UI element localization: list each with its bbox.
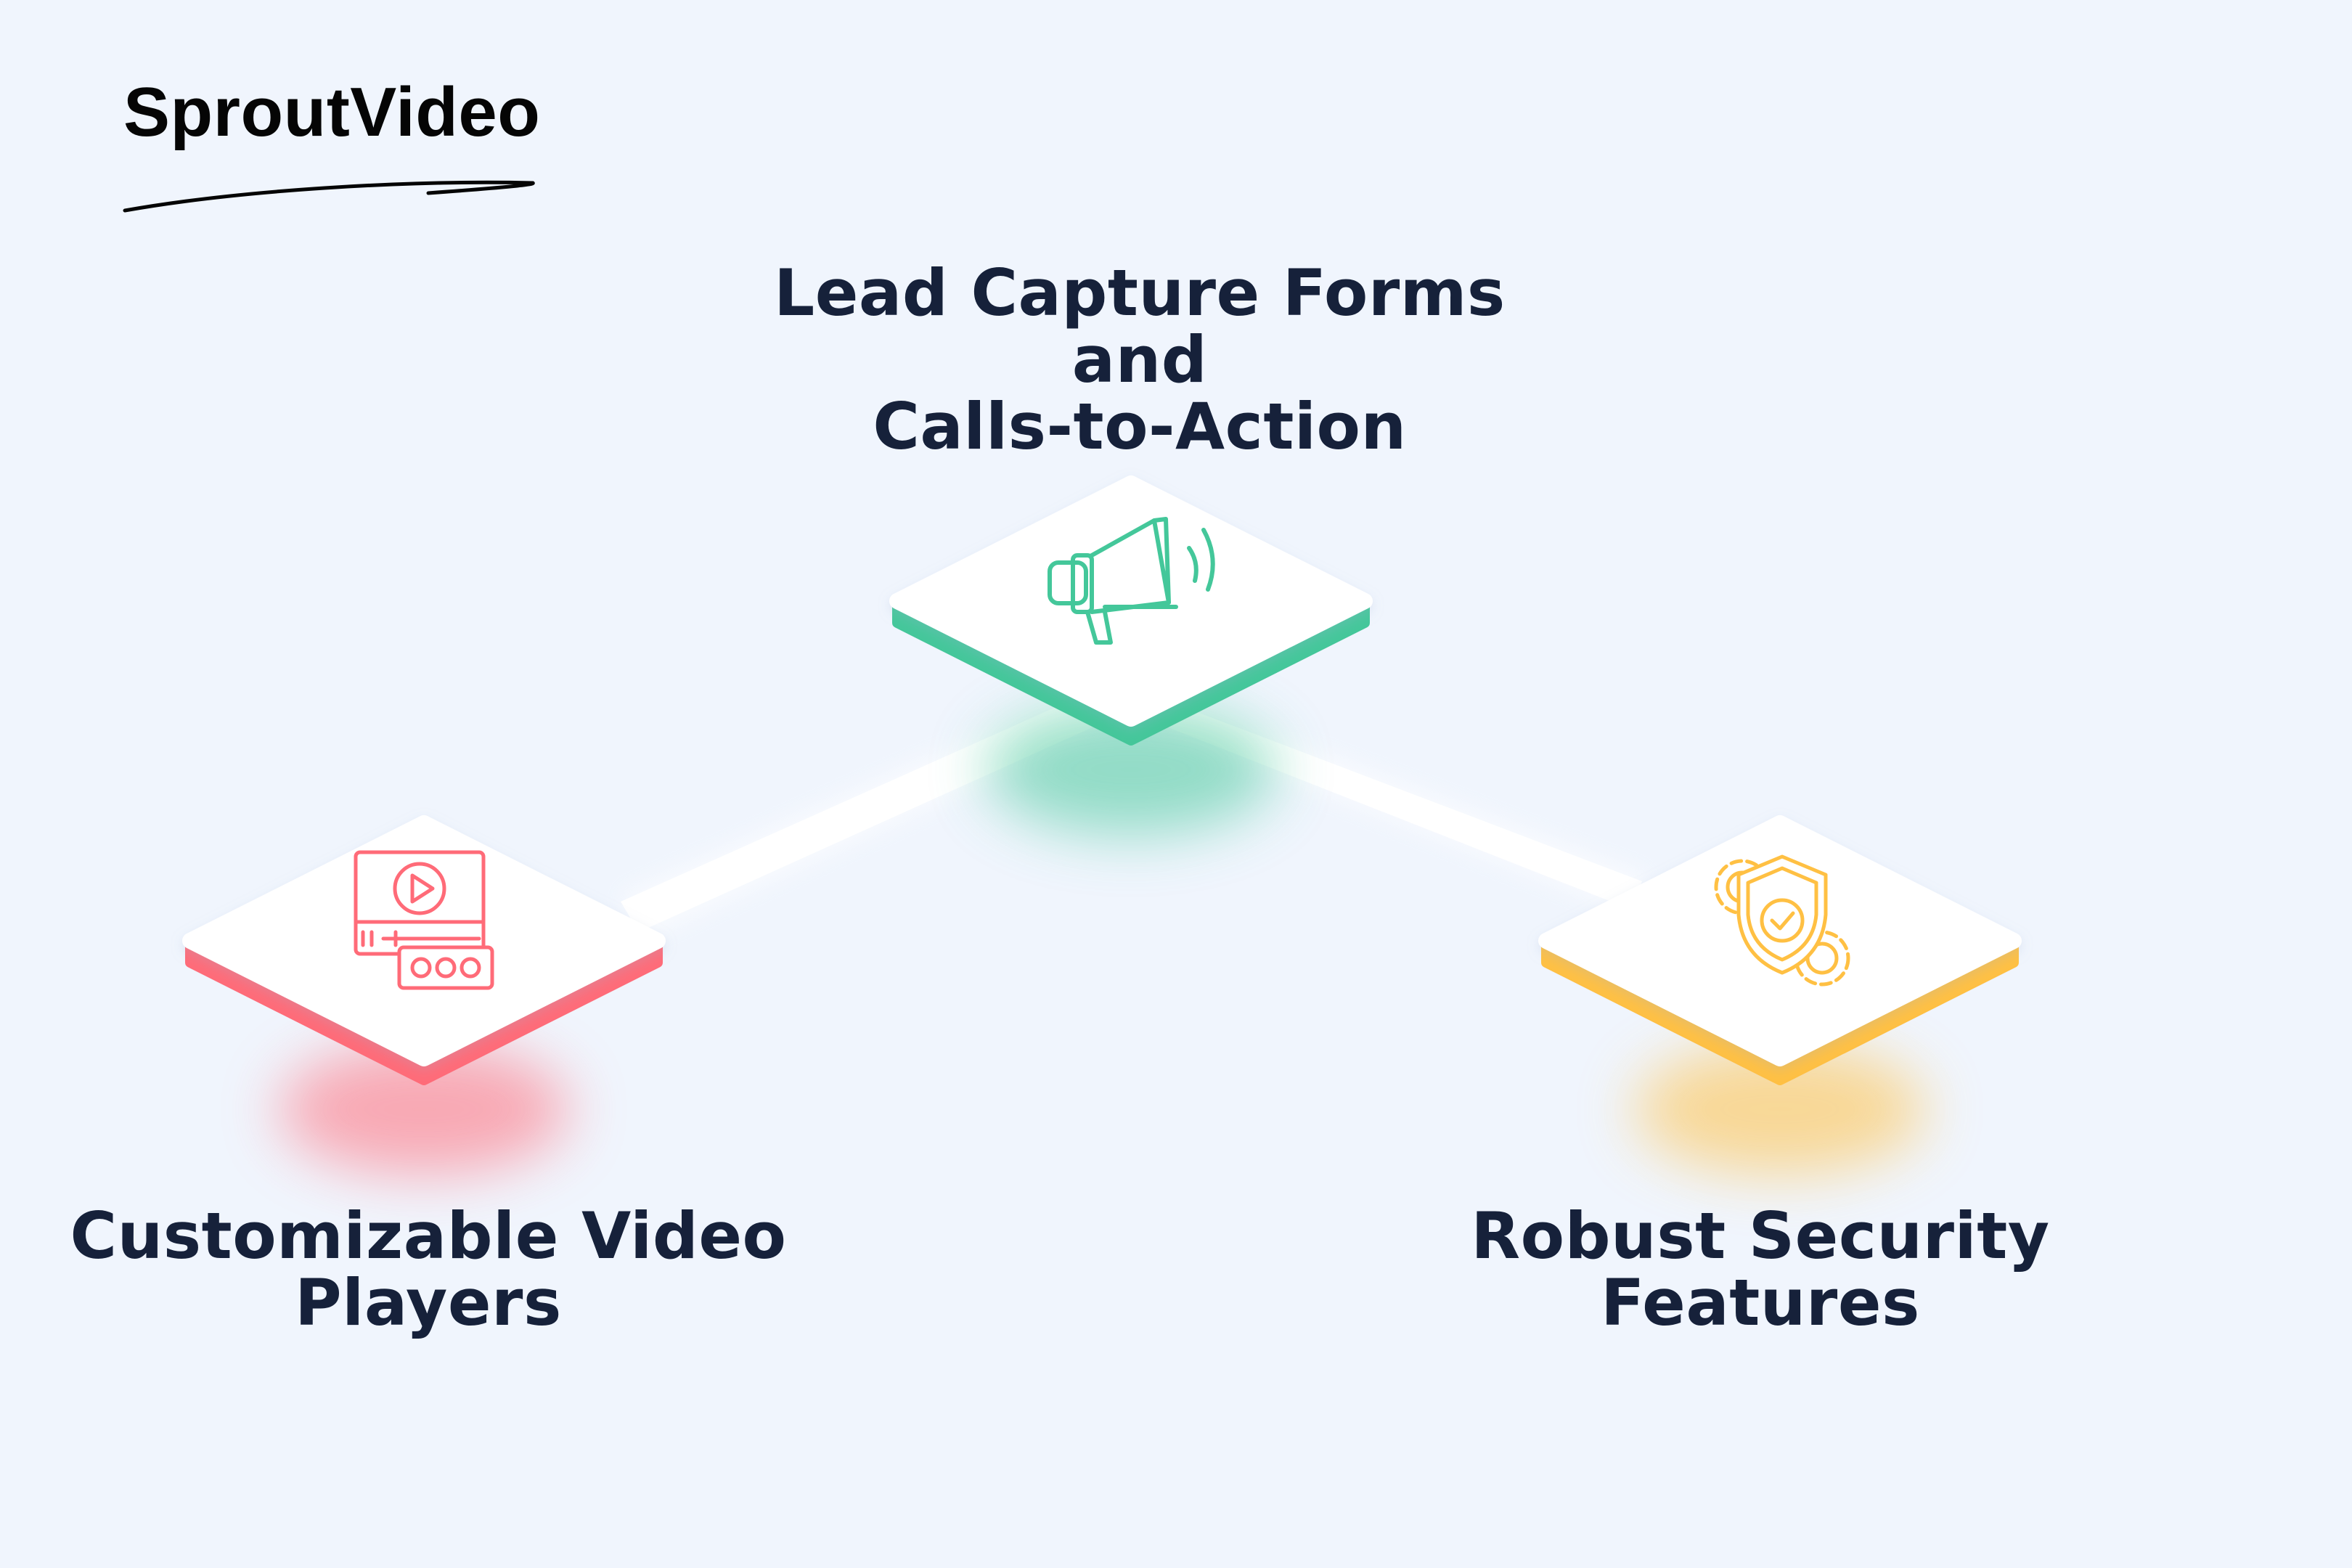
feature-label-line: Calls-to-Action [873, 389, 1407, 464]
shield-gears-icon [1714, 854, 1850, 987]
tile-glow [279, 1044, 569, 1175]
feature-label-lead-capture: Lead Capture Forms and Calls-to-Action [704, 260, 1575, 460]
feature-label-line: Customizable Video [70, 1199, 787, 1273]
brand-underline [123, 180, 535, 213]
video-player-icon [354, 850, 494, 990]
feature-label-video-players: Customizable Video Players [65, 1203, 791, 1336]
tile-security [1538, 815, 2022, 1175]
tile-lead-capture [889, 475, 1373, 835]
tile-top [889, 475, 1373, 727]
tile-video-players [182, 815, 666, 1175]
connectors [621, 687, 1648, 941]
tile-glow [986, 704, 1276, 835]
megaphone-icon [1048, 517, 1215, 645]
tile-glow [1635, 1044, 1925, 1175]
feature-label-line: Robust Security [1471, 1199, 2050, 1273]
connector-left [621, 694, 1103, 932]
brand-logo: SproutVideo [123, 73, 541, 151]
connector-right [1157, 701, 1642, 909]
feature-label-line: Features [1601, 1265, 1920, 1340]
feature-label-line: Players [295, 1265, 562, 1340]
feature-label-line: Lead Capture Forms and [774, 256, 1506, 397]
feature-label-security: Robust Security Features [1452, 1203, 2069, 1336]
tile-top [182, 815, 666, 1066]
